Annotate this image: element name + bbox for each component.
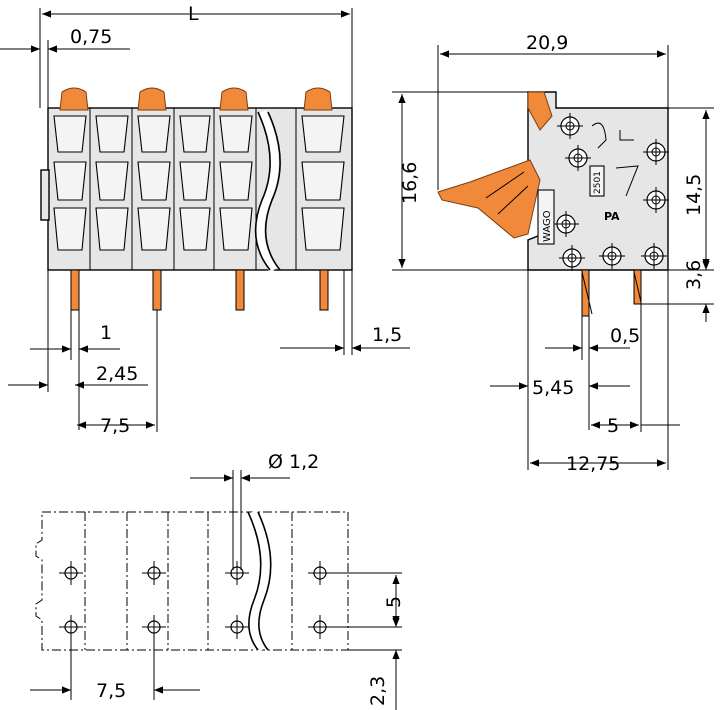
footprint-view bbox=[35, 510, 349, 653]
front-cell bbox=[219, 161, 253, 201]
break-mark-right bbox=[264, 111, 281, 271]
footprint-hole bbox=[225, 615, 249, 639]
dim-pitch-front: 7,5 bbox=[100, 415, 130, 437]
dim-width-20-9: 20,9 bbox=[526, 32, 568, 54]
screw-point bbox=[557, 113, 583, 139]
side-dimensions: 20,9 16,6 14,5 3,6 0,5 5,45 5 12 bbox=[392, 32, 714, 475]
pin-1 bbox=[70, 269, 80, 311]
dim-spacing-5: 5 bbox=[607, 415, 619, 437]
front-cell bbox=[137, 161, 171, 201]
dim-pin-length: 3,6 bbox=[683, 260, 705, 290]
dim-offset-0-75: 0,75 bbox=[70, 26, 112, 48]
front-cell bbox=[301, 207, 345, 251]
side-view: WAGO 2501 PA bbox=[437, 91, 669, 317]
dim-offset-2-45: 2,45 bbox=[96, 363, 138, 385]
dim-edge-1-5: 1,5 bbox=[372, 324, 402, 346]
footprint-holes bbox=[59, 561, 332, 639]
screw-point bbox=[553, 211, 579, 237]
dim-pitch-footprint: 7,5 bbox=[96, 680, 126, 702]
front-cell bbox=[53, 115, 87, 153]
screw-point bbox=[641, 243, 667, 269]
actuator-3 bbox=[219, 87, 249, 111]
pin-2 bbox=[152, 269, 162, 311]
front-dimensions: L 0,75 1 2,45 7,5 1,5 bbox=[0, 3, 410, 437]
side-pin-1 bbox=[581, 269, 590, 317]
actuator-2 bbox=[137, 87, 167, 111]
front-cell bbox=[137, 115, 171, 153]
front-cells bbox=[53, 115, 345, 251]
front-cell bbox=[301, 161, 345, 201]
front-cell bbox=[179, 115, 211, 153]
footprint-hole bbox=[59, 561, 83, 585]
rating-plate bbox=[589, 165, 605, 197]
break-mark-left bbox=[254, 111, 271, 271]
front-cell bbox=[219, 207, 253, 251]
screw-point bbox=[643, 187, 669, 213]
front-cell bbox=[301, 115, 345, 153]
front-cell bbox=[137, 207, 171, 251]
screw-point bbox=[643, 139, 669, 165]
dim-pin-0-5: 0,5 bbox=[610, 325, 640, 347]
front-cell bbox=[179, 207, 211, 251]
part-label: PA bbox=[604, 210, 620, 223]
dim-offset-5-45: 5,45 bbox=[532, 377, 574, 399]
dim-pin-width: 1 bbox=[100, 322, 112, 344]
pin-4 bbox=[319, 269, 329, 311]
front-actuators bbox=[59, 87, 333, 111]
footprint-dimensions: Ø 1,2 5 2,3 7,5 bbox=[30, 451, 405, 710]
rating-mark: 2501 bbox=[593, 171, 603, 194]
screw-point bbox=[565, 145, 591, 171]
dim-length: L bbox=[188, 3, 199, 25]
front-cell bbox=[179, 161, 211, 201]
pin-3 bbox=[235, 269, 245, 311]
front-cell bbox=[95, 115, 129, 153]
actuator-4 bbox=[303, 87, 333, 111]
dim-row-spacing: 5 bbox=[383, 596, 405, 608]
side-screw-points bbox=[553, 113, 669, 271]
brand-mark: WAGO bbox=[542, 210, 553, 242]
brand-plate bbox=[537, 189, 555, 245]
front-pins bbox=[70, 269, 329, 311]
footprint-break-left bbox=[247, 511, 262, 651]
screw-point bbox=[559, 245, 585, 271]
front-left-clip bbox=[40, 169, 50, 221]
footprint-separators bbox=[84, 512, 293, 650]
screw-point bbox=[599, 243, 625, 269]
side-lever-arm bbox=[437, 159, 541, 239]
break-mark-fill bbox=[255, 110, 279, 273]
footprint-break-right bbox=[257, 511, 272, 651]
footprint-hole bbox=[225, 561, 249, 585]
footprint-hole bbox=[142, 561, 166, 585]
side-lever-tip bbox=[527, 91, 553, 131]
front-separators bbox=[89, 108, 297, 270]
front-view bbox=[40, 87, 353, 311]
front-cell bbox=[95, 161, 129, 201]
front-cell bbox=[53, 207, 87, 251]
actuator-1 bbox=[59, 87, 89, 111]
dim-height-14-5: 14,5 bbox=[683, 174, 705, 216]
dim-hole-diameter: Ø 1,2 bbox=[268, 451, 319, 473]
front-cell bbox=[219, 115, 253, 153]
dim-edge-2-3: 2,3 bbox=[367, 676, 389, 706]
front-cell bbox=[53, 161, 87, 201]
footprint-outline bbox=[35, 511, 349, 651]
dim-height-16-6: 16,6 bbox=[399, 162, 421, 204]
front-cell bbox=[95, 207, 129, 251]
dim-depth-12-75: 12,75 bbox=[566, 453, 620, 475]
